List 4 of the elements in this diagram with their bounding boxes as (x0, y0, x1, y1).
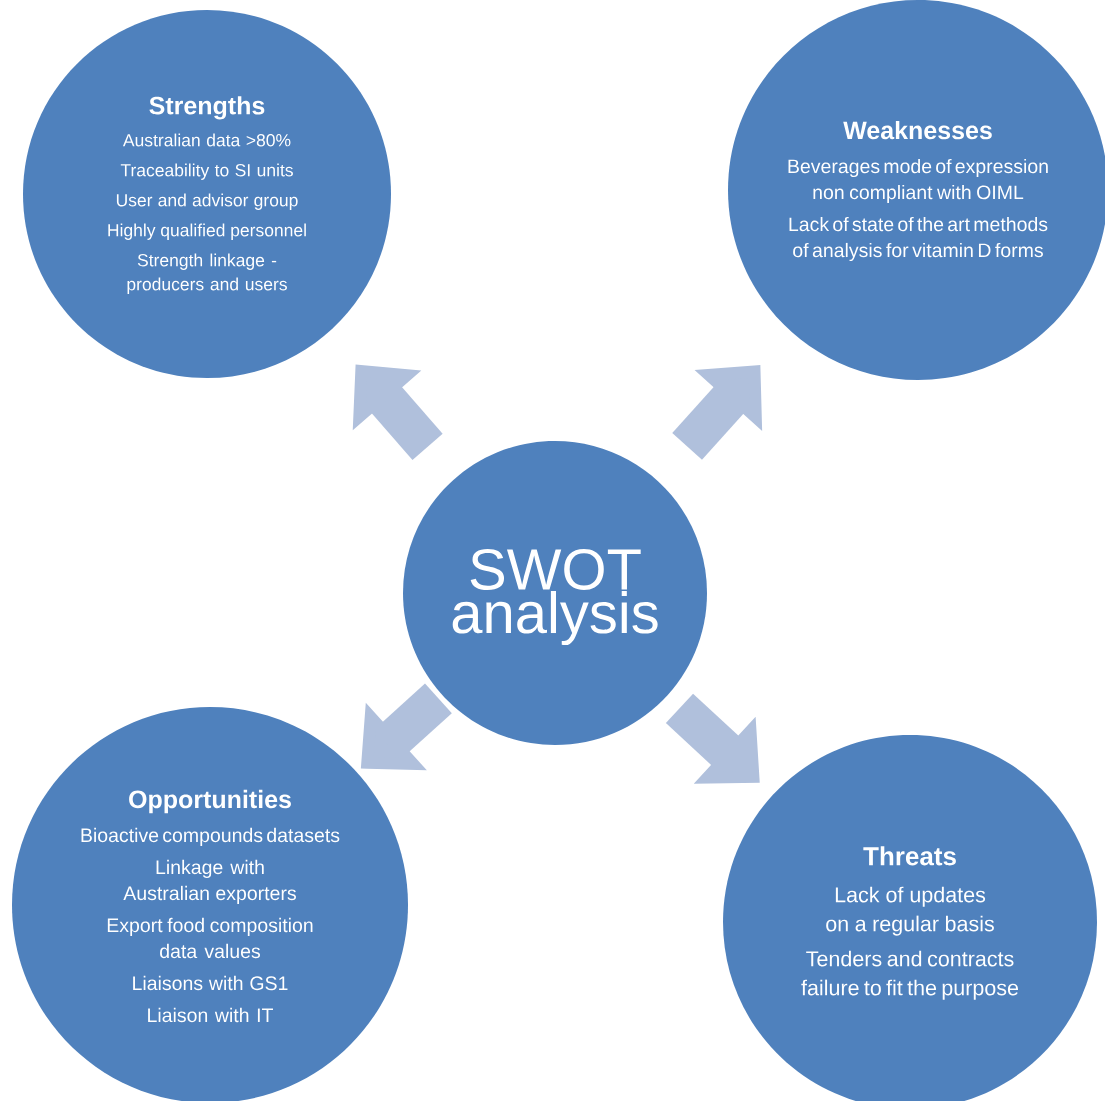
block-arrow (665, 693, 760, 784)
circle-node: SWOT analysis (403, 441, 707, 745)
circle-node: Strengths Australian data >80% Traceability to SI units User and advisor group Highly qualified personnel Strength linkage - producers and users (23, 10, 391, 378)
block-arrow (352, 364, 443, 461)
